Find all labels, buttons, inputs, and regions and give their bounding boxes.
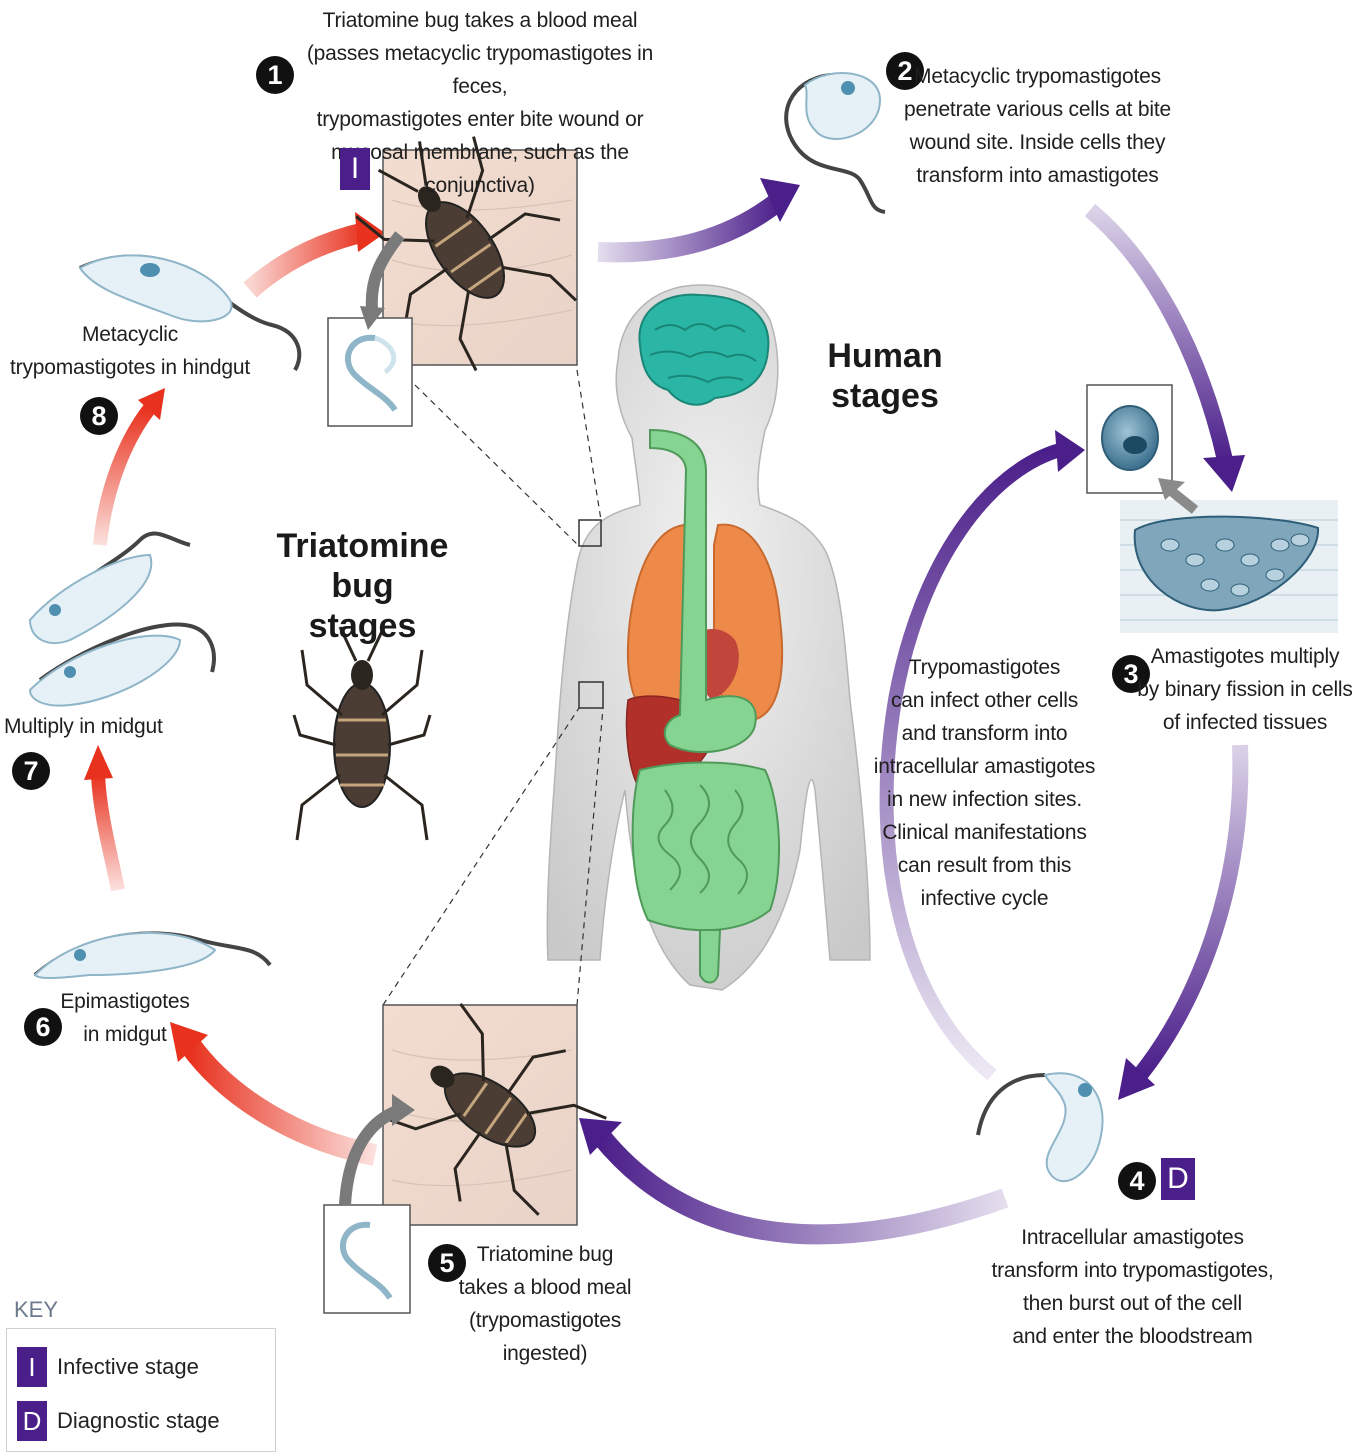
trypomastigote-stage2 (786, 73, 885, 212)
reinfection-cycle-text: Trypomastigotes can infect other cells a… (872, 651, 1097, 915)
diagnostic-stage-badge: D (1161, 1158, 1195, 1200)
triatomine-bug-stages-title: Triatomine bug stages (275, 526, 450, 646)
stage8-text: Metacyclic trypomastigotes in hindgut (0, 318, 260, 384)
stage4-number-badge: 4 (1118, 1162, 1156, 1200)
key-label-infective: Infective stage (57, 1354, 199, 1380)
stage3-text: Amastigotes multiply by binary fission i… (1130, 640, 1360, 739)
key-item-diagnostic: D Diagnostic stage (17, 1401, 220, 1441)
key-legend: I Infective stage D Diagnostic stage (6, 1328, 276, 1452)
key-item-infective: I Infective stage (17, 1347, 199, 1387)
stage5-text: Triatomine bug takes a blood meal (trypo… (430, 1238, 660, 1370)
dividing-epimastigotes-stage7 (30, 534, 214, 706)
infective-stage-badge: I (340, 148, 370, 190)
stage7-number-badge: 7 (12, 752, 50, 790)
stage4-text: Intracellular amastigotes transform into… (990, 1221, 1275, 1353)
stage6-text: Epimastigotes in midgut (55, 985, 195, 1051)
key-badge-diagnostic: D (17, 1401, 47, 1441)
key-label-diagnostic: Diagnostic stage (57, 1408, 220, 1434)
epimastigote-stage6 (35, 933, 270, 978)
human-stages-title: Human stages (815, 336, 955, 416)
stage7-text: Multiply in midgut (4, 710, 179, 743)
stage2-text: Metacyclic trypomastigotes penetrate var… (900, 60, 1175, 192)
stage1-number-badge: 1 (256, 56, 294, 94)
trypomastigote-stage4 (978, 1073, 1103, 1181)
key-title: KEY (14, 1297, 58, 1323)
key-badge-infective: I (17, 1347, 47, 1387)
stage8-number-badge: 8 (80, 397, 118, 435)
triatomine-bug-illustration (294, 627, 430, 840)
